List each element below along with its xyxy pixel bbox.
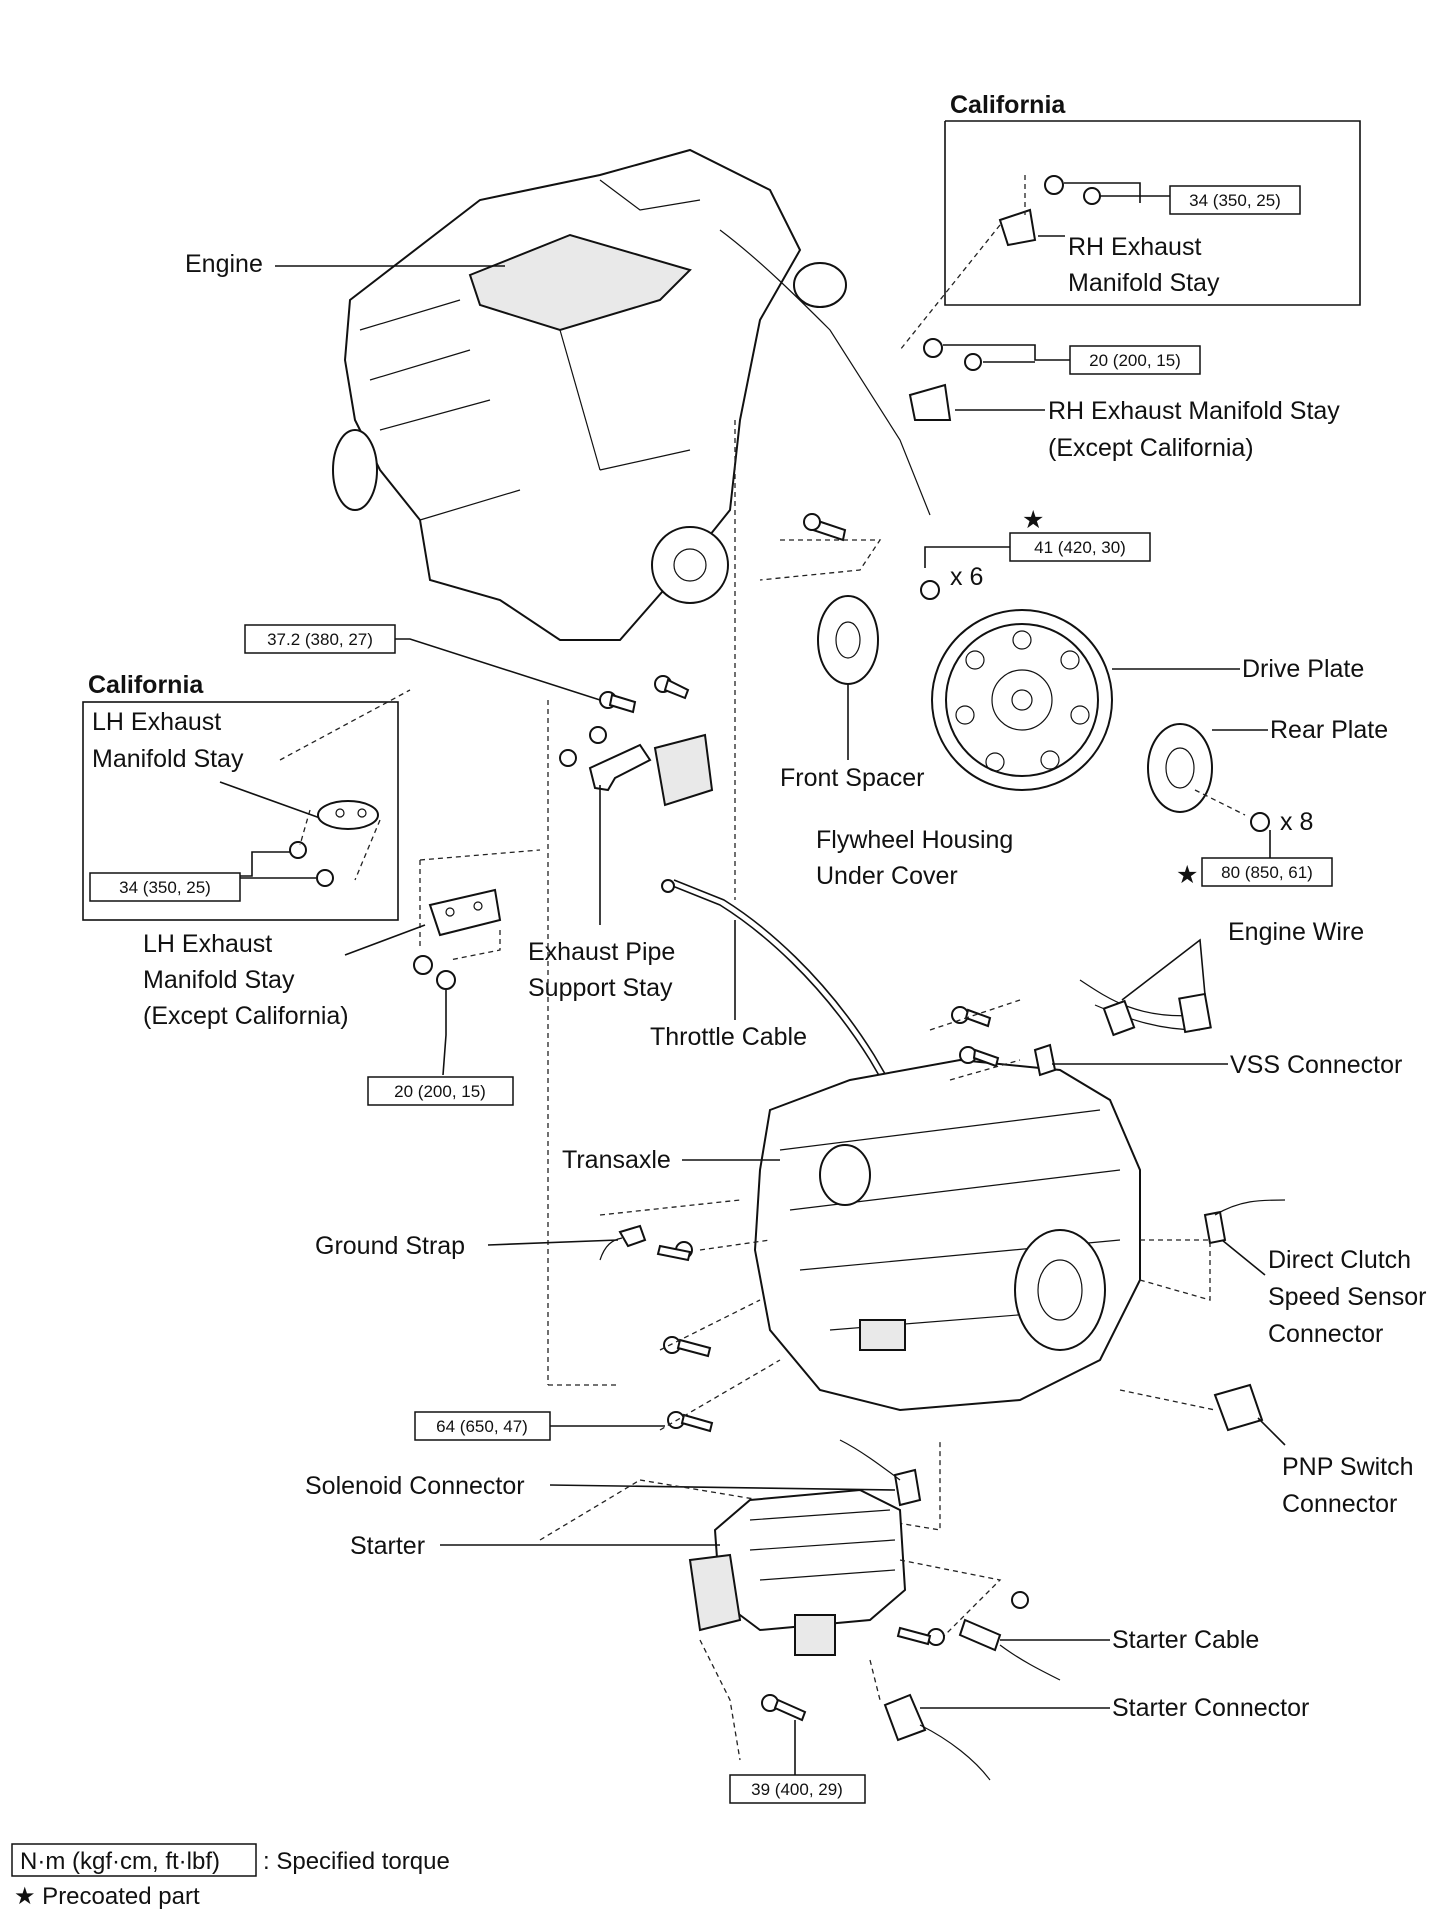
torque-rear-plate: 80 (850, 61)	[1221, 863, 1313, 882]
engine-label: Engine	[185, 250, 263, 278]
lh-stay-except-line3: (Except California)	[143, 1002, 349, 1030]
lh-stay-label-line2: Manifold Stay	[92, 745, 244, 773]
flywheel-label-line2: Under Cover	[816, 862, 958, 890]
drive-plate-group: ★ 41 (420, 30) x 6 Drive Plate	[920, 506, 1364, 791]
torque-engine-bolt: 37.2 (380, 27)	[267, 630, 373, 649]
torque-rh-except: 20 (200, 15)	[1089, 351, 1181, 370]
california-left-title: California	[88, 671, 204, 699]
dcs-label-line3: Connector	[1268, 1320, 1383, 1348]
ground-strap-group: Ground Strap	[315, 1199, 771, 1262]
exhaust-pipe-support-stay: Exhaust Pipe Support Stay	[528, 726, 714, 1002]
pnp-switch-group: PNP Switch Connector	[1119, 1383, 1414, 1518]
lh-stay-except-line2: Manifold Stay	[143, 966, 295, 994]
transaxle-label: Transaxle	[562, 1146, 671, 1174]
star-drive: ★	[1022, 506, 1044, 534]
drive-plate-label: Drive Plate	[1242, 655, 1364, 683]
starter-bolt-group: 39 (400, 29)	[729, 1694, 866, 1804]
california-rh-box: California 34 (350, 25) RH Exhaust Manif…	[899, 91, 1361, 351]
rear-plate-group: Rear Plate x 8 ★ 80 (850, 61)	[1147, 716, 1388, 889]
solenoid-connector-label: Solenoid Connector	[305, 1472, 525, 1500]
lh-stay-except-line1: LH Exhaust	[143, 930, 272, 958]
engine-illustration	[332, 148, 931, 641]
california-top-title: California	[950, 91, 1066, 119]
solenoid-connector-group: Solenoid Connector	[305, 1439, 941, 1531]
pnp-label-line2: Connector	[1282, 1490, 1397, 1518]
pnp-label-line1: PNP Switch	[1282, 1453, 1414, 1481]
throttle-cable-group: Throttle Cable	[650, 879, 910, 1121]
legend-unit-box: N·m (kgf·cm, ft·lbf)	[20, 1848, 220, 1875]
rear-plate-label: Rear Plate	[1270, 716, 1388, 744]
torque-transaxle-bolt: 64 (650, 47)	[436, 1417, 528, 1436]
starter-cable-group: Starter Cable	[896, 1591, 1259, 1681]
rh-stay-except-california: 20 (200, 15) RH Exhaust Manifold Stay (E…	[908, 338, 1340, 462]
star-rear: ★	[1176, 861, 1198, 889]
qty-eight: x 8	[1280, 808, 1313, 836]
starter-connector-group: Starter Connector	[869, 1659, 1309, 1781]
rh-stay-except-line2: (Except California)	[1048, 434, 1254, 462]
flywheel-label-line1: Flywheel Housing	[816, 826, 1013, 854]
exhaust-pipe-label-line2: Support Stay	[528, 974, 673, 1002]
throttle-cable-label: Throttle Cable	[650, 1023, 807, 1051]
lh-stay-label-line1: LH Exhaust	[92, 708, 221, 736]
legend: N·m (kgf·cm, ft·lbf) : Specified torque …	[11, 1843, 450, 1910]
engine-wire-label: Engine Wire	[1228, 918, 1364, 946]
legend-precoated: ★ Precoated part	[14, 1883, 200, 1910]
torque-lh-except: 20 (200, 15)	[394, 1082, 486, 1101]
starter-illustration: Starter	[350, 1479, 1002, 1761]
transaxle-bolts: 64 (650, 47)	[414, 1299, 781, 1441]
california-lh-box: California LH Exhaust Manifold Stay 34 (…	[82, 671, 411, 921]
transaxle-illustration	[753, 1058, 1141, 1412]
lh-stay-except-california: LH Exhaust Manifold Stay (Except Califor…	[143, 849, 541, 1106]
engine-wire-group: Engine Wire VSS Connector	[929, 918, 1402, 1081]
qty-six: x 6	[950, 563, 983, 591]
torque-rh-california: 34 (350, 25)	[1189, 191, 1281, 210]
direct-clutch-speed-sensor-group: Direct Clutch Speed Sensor Connector	[1139, 1199, 1426, 1348]
torque-starter-bolt: 39 (400, 29)	[751, 1780, 843, 1799]
legend-unit-text: : Specified torque	[263, 1848, 450, 1875]
torque-drive-plate: 41 (420, 30)	[1034, 538, 1126, 557]
rh-stay-label-line2: Manifold Stay	[1068, 269, 1220, 297]
ground-strap-label: Ground Strap	[315, 1232, 465, 1260]
torque-lh-california: 34 (350, 25)	[119, 878, 211, 897]
dcs-label-line2: Speed Sensor	[1268, 1283, 1426, 1311]
starter-connector-label: Starter Connector	[1112, 1694, 1309, 1722]
vss-connector-label: VSS Connector	[1230, 1051, 1402, 1079]
starter-label: Starter	[350, 1532, 425, 1560]
exhaust-pipe-label-line1: Exhaust Pipe	[528, 938, 675, 966]
rh-stay-label-line1: RH Exhaust	[1068, 233, 1201, 261]
dcs-label-line1: Direct Clutch	[1268, 1246, 1411, 1274]
front-spacer-label: Front Spacer	[780, 764, 925, 792]
starter-cable-label: Starter Cable	[1112, 1626, 1259, 1654]
front-spacer-group: Front Spacer	[780, 595, 925, 792]
rh-stay-except-line1: RH Exhaust Manifold Stay	[1048, 397, 1340, 425]
